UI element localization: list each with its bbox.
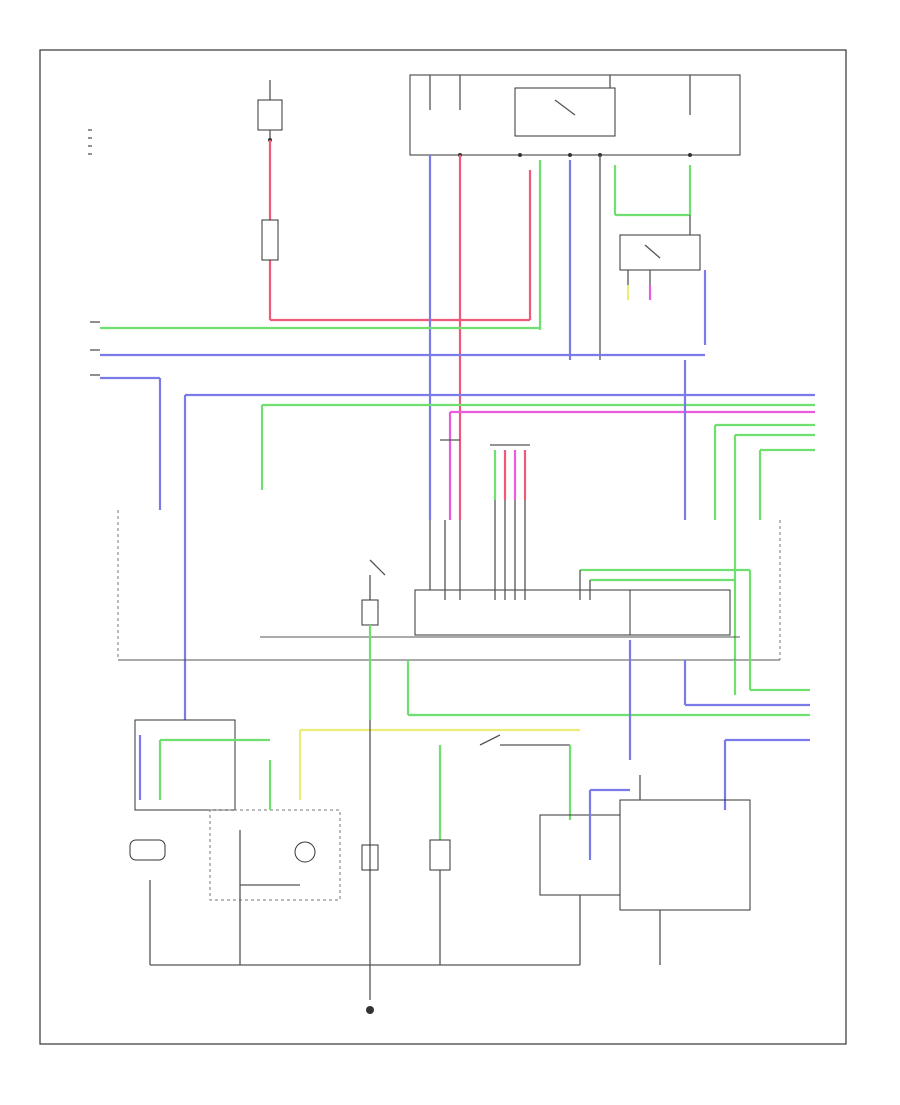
wire-green-loop-top-right [613,165,692,217]
lamp-center [209,720,572,965]
connector-left [90,321,705,510]
wire-red-top-left [261,140,532,322]
switch-block-right [619,215,707,345]
bus-wires [183,360,815,720]
control-module-connectors [414,500,752,690]
ground-point [366,965,374,1014]
fuse-left [257,80,283,142]
lamp-left [129,719,580,966]
legend [88,129,92,155]
diagram-frame [39,49,847,1045]
relay-block-top [409,74,741,157]
switch-center [361,559,810,720]
wire-bundle-center [440,439,530,500]
lamp-right [539,775,751,965]
